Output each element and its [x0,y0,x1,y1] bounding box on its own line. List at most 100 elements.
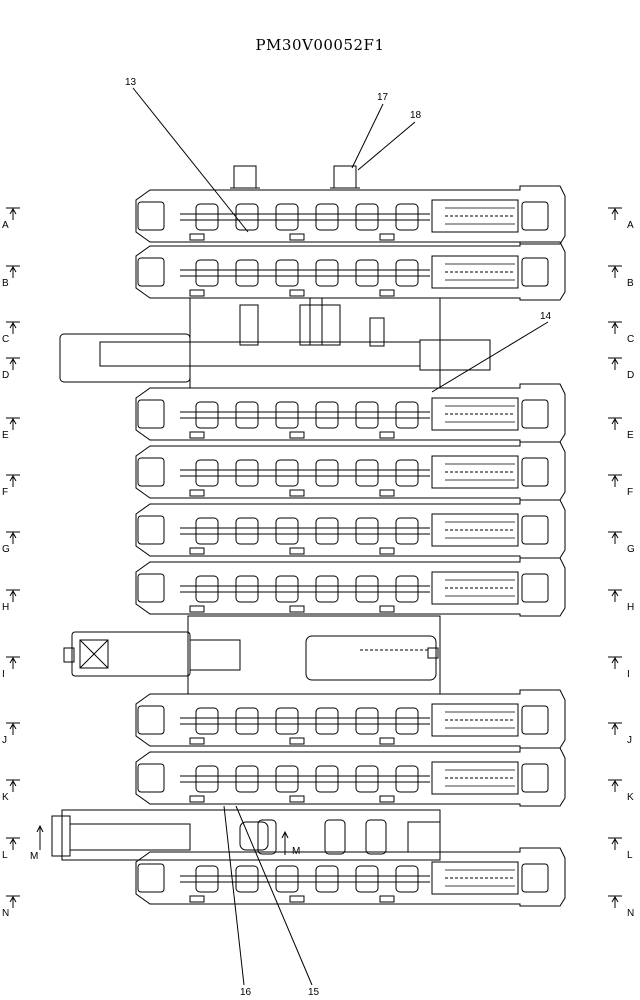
section-marker-left-g-arrow [9,532,17,539]
lm-slot-2 [324,819,346,855]
i-chamber [305,635,437,681]
lm-slot-3 [365,819,387,855]
spool-section-1-land-1 [195,203,219,231]
callout-18: 18 [410,110,422,121]
leader-14 [431,321,549,393]
spool-section-4-land-2 [235,459,259,487]
spool-section-5-port-b [289,547,305,555]
callout-15: 15 [308,987,320,998]
section-marker-right-a-arrow [611,208,619,215]
center-block-cd [189,297,441,389]
section-marker-left-k-arrow [9,780,17,787]
lm-marker-arrow [36,824,44,833]
spool-section-7-land-2 [235,707,259,735]
section-label-right-c: C [627,334,635,345]
spool-section-1-left-cap [137,201,165,231]
spool-section-7-land-6 [395,707,419,735]
section-label-right-g: G [627,544,635,555]
spool-section-7-land-3 [275,707,299,735]
spool-section-2-spring-chamber [431,255,519,289]
drawing-title: PM30V00052F1 [255,36,385,54]
spool-section-3-port-c [379,431,395,439]
spool-section-7-spring-chamber [431,703,519,737]
spool-section-8-port-a [189,795,205,803]
section-label-left-a: A [2,220,9,231]
spool-section-9-land-4 [315,865,339,893]
i-connector [63,647,75,663]
spool-section-4-port-c [379,489,395,497]
section-label-left-k: K [2,792,9,803]
section-label-left-d: D [2,370,10,381]
section-label-right-e: E [627,430,634,441]
spool-section-7-right-cap [521,705,549,735]
section-marker-right-j-arrow [611,723,619,730]
spool-section-7-land-5 [355,707,379,735]
section-label-right-d: D [627,370,635,381]
cd-chamber-2 [299,304,341,346]
spool-section-3-land-3 [275,401,299,429]
spool-section-8-port-c [379,795,395,803]
spool-section-6-port-c [379,605,395,613]
i-plug [427,647,439,659]
spool-section-1-port-b [289,233,305,241]
lm-valve-body [239,821,269,851]
section-label-right-i: I [627,669,630,680]
spool-section-8-land-5 [355,765,379,793]
spool-section-6-land-4 [315,575,339,603]
spool-section-7-land-1 [195,707,219,735]
spool-section-6-land-5 [355,575,379,603]
spool-section-8-land-3 [275,765,299,793]
lm-right-plug [407,821,441,853]
section-label-left-i: I [2,669,5,680]
section-marker-left-f-arrow [9,475,17,482]
section-marker-right-k-arrow [611,780,619,787]
spool-section-3-land-4 [315,401,339,429]
spool-section-4-housing [135,441,566,501]
spool-section-6-spring-chamber [431,571,519,605]
section-marker-left-n-arrow [9,896,17,903]
spool-section-4-spring-chamber [431,455,519,489]
spool-section-8-land-2 [235,765,259,793]
leader-17 [351,103,384,169]
spool-section-6-port-b [289,605,305,613]
spool-section-1-port-a [189,233,205,241]
spool-section-2-port-b [289,289,305,297]
section-label-left-l: L [2,850,8,861]
spool-section-2-right-cap [521,257,549,287]
spool-section-9-port-a [189,895,205,903]
spool-section-5-spring-chamber [431,513,519,547]
spool-section-4-land-3 [275,459,299,487]
spool-section-7-left-cap [137,705,165,735]
spool-section-7-port-a [189,737,205,745]
spool-section-2-land-5 [355,259,379,287]
section-marker-left-b-arrow [9,266,17,273]
spool-section-3-housing [135,383,566,443]
spool-section-5-land-1 [195,517,219,545]
spool-section-6-left-cap [137,573,165,603]
section-label-left-b: B [2,278,9,289]
spool-section-1-land-2 [235,203,259,231]
spool-section-2-left-cap [137,257,165,287]
section-label-right-b: B [627,278,634,289]
spool-section-6-land-1 [195,575,219,603]
section-marker-right-n-arrow [611,896,619,903]
spool-section-4-land-5 [355,459,379,487]
section-label-m-left: M [30,851,39,862]
spool-section-8-land-1 [195,765,219,793]
i-coil-box [79,639,109,669]
spool-section-6-land-3 [275,575,299,603]
spool-section-9-land-1 [195,865,219,893]
spool-section-2-land-2 [235,259,259,287]
spool-section-1-housing [135,185,566,245]
section-label-right-h: H [627,602,635,613]
section-marker-left-l-arrow [9,838,17,845]
spool-section-1-right-cap [521,201,549,231]
cd-right-plug [419,339,491,371]
spool-section-9-right-cap [521,863,549,893]
spool-section-1-spring-chamber [431,199,519,233]
section-label-left-c: C [2,334,10,345]
spool-section-5-land-3 [275,517,299,545]
cd-left-extension [59,333,191,383]
lm-slot-1 [257,819,277,855]
